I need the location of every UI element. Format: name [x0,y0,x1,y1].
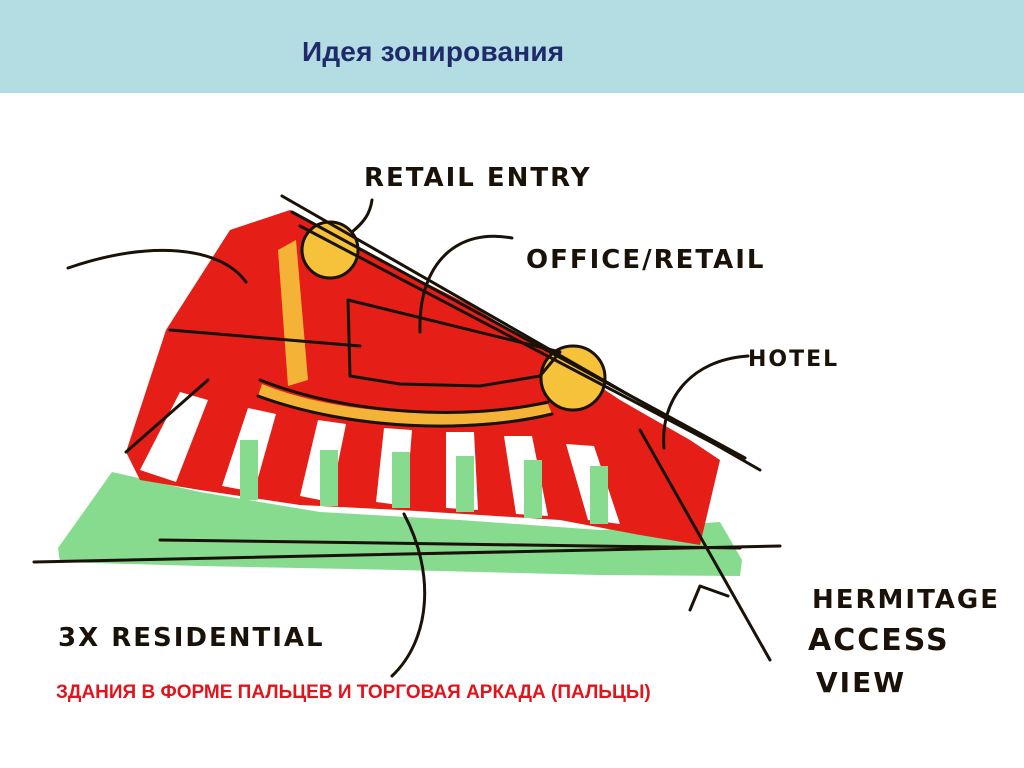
header-band [0,0,1024,93]
diagonal-edge [298,224,732,454]
green-strips [240,440,608,524]
left-leader [66,248,248,284]
yellow-arcade [258,384,552,425]
slide-title: Идея зонирования [302,36,565,67]
site-baseline [32,544,782,564]
diagonal-edge [290,210,747,460]
label-access: ACCESS [808,623,950,658]
building-edge [124,378,210,454]
green-strip [590,466,608,524]
label-hermitage: HERMITAGE [812,585,1000,615]
slide-caption: ЗДАНИЯ В ФОРМЕ ПАЛЬЦЕВ И ТОРГОВАЯ АРКАДА… [56,682,651,703]
residential-leader [390,512,427,678]
label-office-retail: OFFICE/RETAIL [526,245,766,275]
hermitage-arrow-tip [688,584,730,612]
zoning-sketch: RETAIL ENTRY OFFICE/RETAIL HOTEL 3X RESI… [32,163,1000,699]
label-hotel: HOTEL [748,347,839,372]
hotel-leader [662,354,750,450]
green-strip [320,450,338,506]
lower-edge [158,538,742,550]
retail-entry-leader [350,198,374,234]
label-retail-entry: RETAIL ENTRY [364,163,592,193]
office-leader [418,234,514,334]
arcade-line [256,394,554,428]
green-strip [456,456,474,512]
green-strip [240,440,258,500]
green-strip [524,460,542,518]
yellow-spine [278,240,308,386]
building-edge [168,328,362,348]
ink-linework [32,194,782,678]
office-outline [346,298,562,388]
label-view: VIEW [816,666,906,699]
label-residential: 3X RESIDENTIAL [58,623,325,653]
green-strip [392,452,410,508]
arcade-line [258,378,550,414]
hermitage-arrow [638,428,772,662]
finger-gap [140,392,208,482]
